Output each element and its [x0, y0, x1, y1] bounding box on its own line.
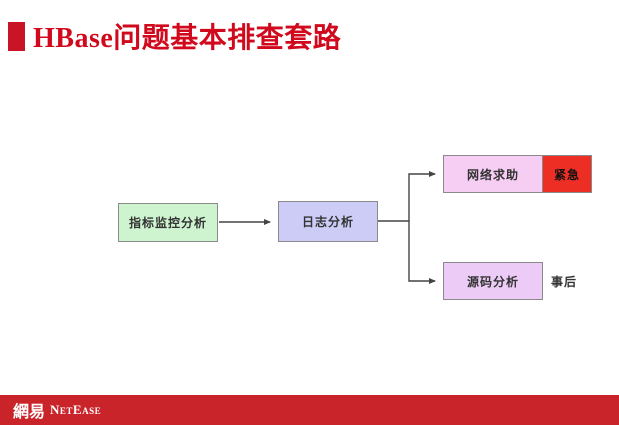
label-afterwards: 事后	[551, 274, 578, 289]
connector-logs-to-network	[378, 171, 436, 222]
badge-urgent: 紧急	[543, 155, 592, 193]
connector-logs-to-source	[408, 221, 436, 284]
footer-bar: 網易 NetEase	[0, 395, 619, 425]
page-title: HBase问题基本排查套路	[33, 23, 342, 54]
node-source-code-analysis: 源码分析	[443, 262, 543, 300]
node-metrics-monitoring-analysis: 指标监控分析	[118, 203, 218, 242]
netease-logo-cn: 網易	[13, 404, 46, 421]
node-network-help: 网络求助	[443, 155, 543, 193]
netease-logo-en: NetEase	[50, 402, 102, 417]
node-log-analysis: 日志分析	[278, 201, 378, 242]
title-bullet-square	[8, 22, 25, 51]
